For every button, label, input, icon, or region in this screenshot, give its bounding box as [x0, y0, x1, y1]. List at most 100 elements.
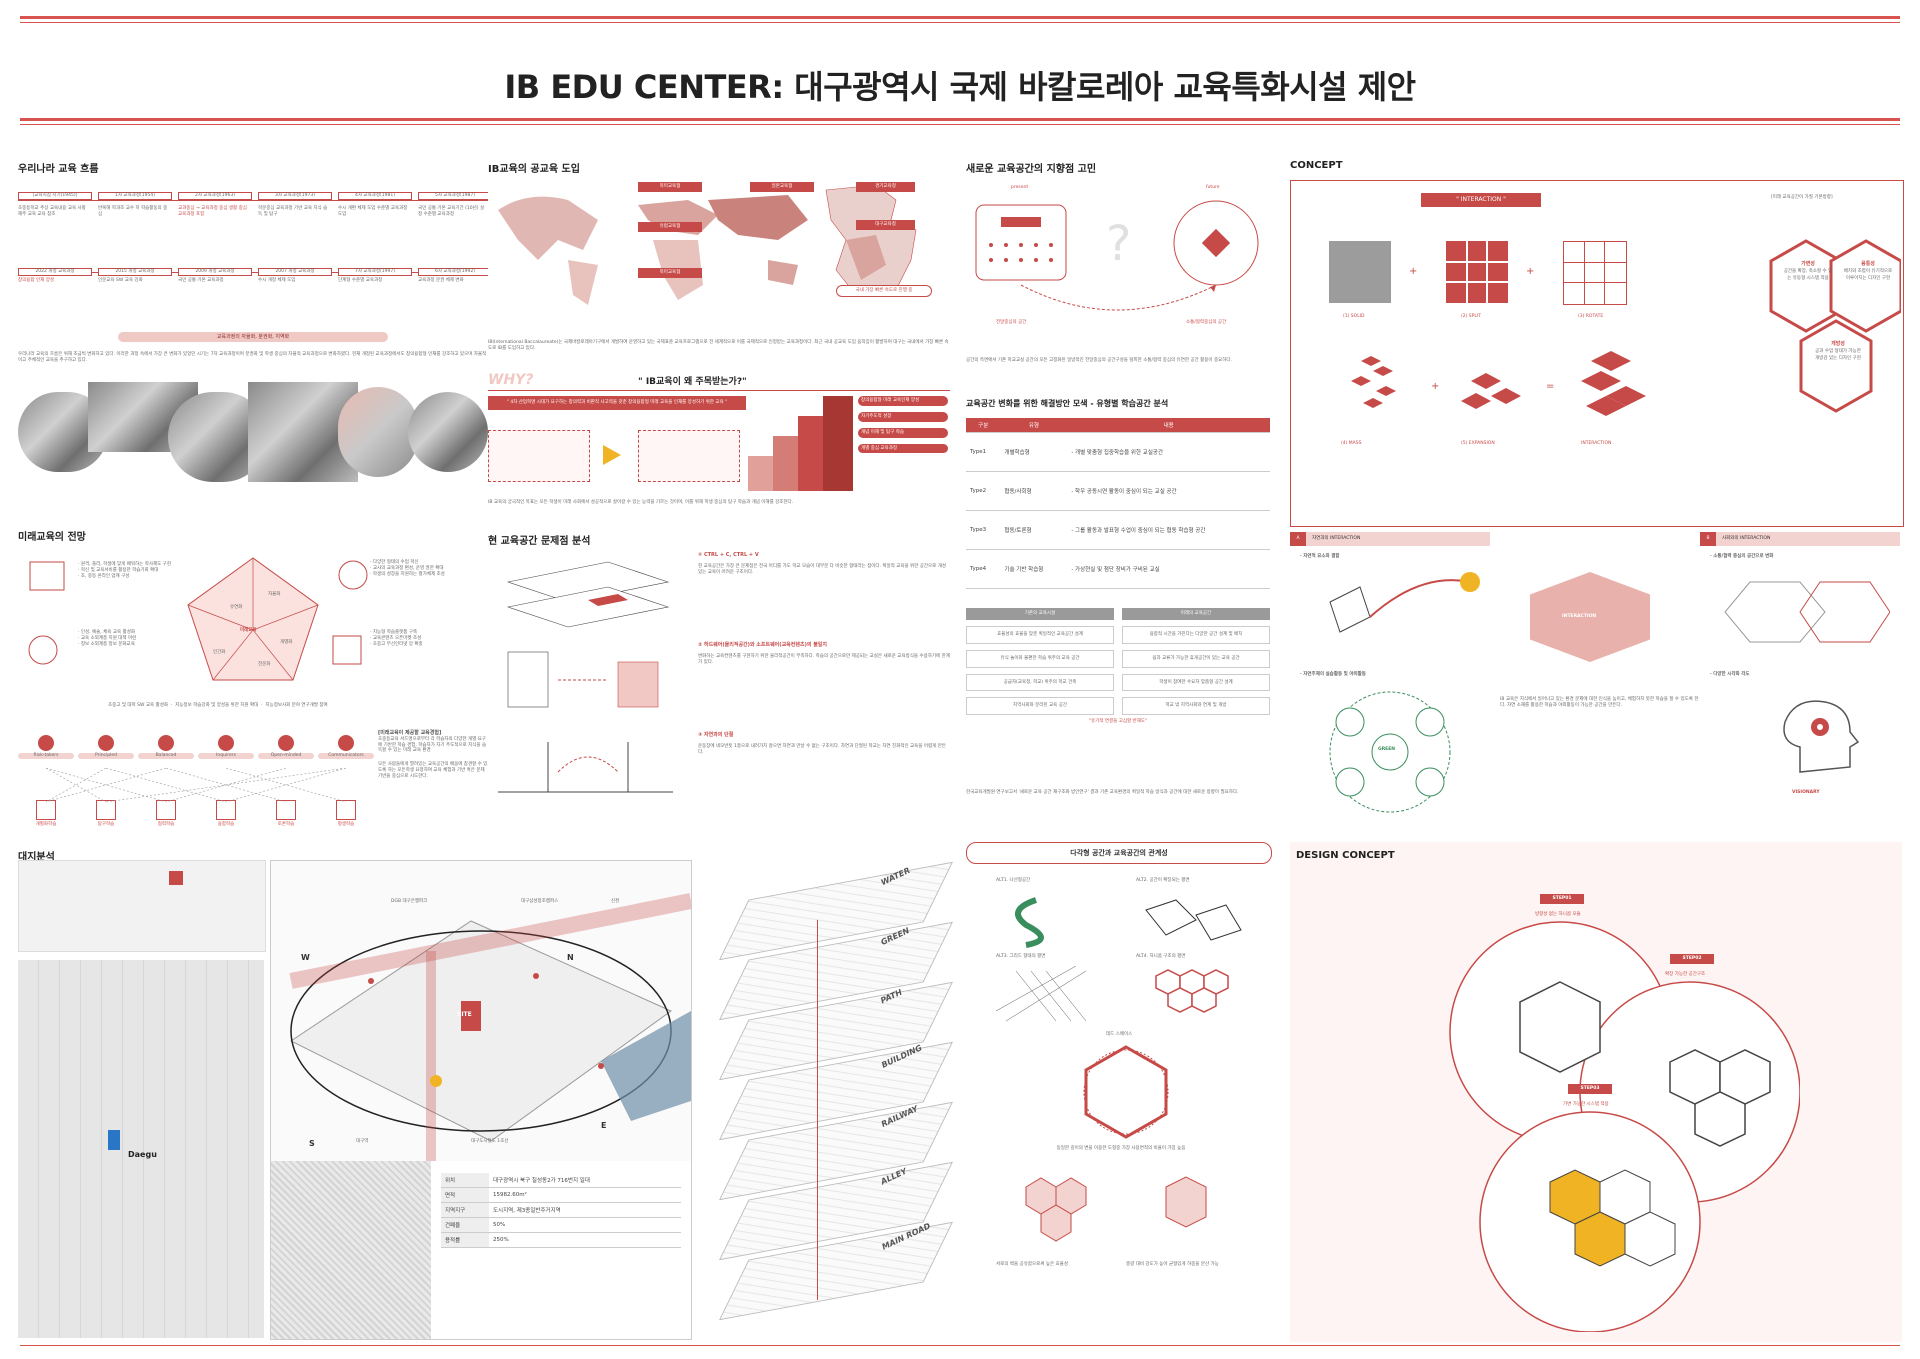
step-label-3: (4) MASS: [1341, 441, 1362, 446]
future-bottom-2: 지능정보사회 분야 연구개발 참여: [265, 703, 328, 708]
person-icon: [338, 735, 354, 751]
step02-badge: STEP02: [1670, 954, 1714, 964]
site-info-value: 도시지역, 제3종일반주거지역: [489, 1202, 681, 1218]
timeline-bottom-3: 2007 개정 교육과정: [258, 268, 332, 276]
a-sub2: · 자연주제의 실습활동 및 야외활동: [1300, 672, 1366, 677]
social-hex-diagram: [1724, 581, 1890, 643]
col4-panel: CONCEPT " INTERACTION " [미래 교육공간이 가질 기본방…: [1290, 160, 1904, 840]
person-icon: [158, 735, 174, 751]
learning-item-2: 협력학습: [138, 800, 194, 828]
pentagon-label-3: 전문화: [258, 662, 271, 667]
bottom-left-note: 서로의 벽을 공유함으로써 높은 효율성: [996, 1262, 1068, 1267]
col1-panel: 우리나라 교육 흐름 [교육지침 시기(1945)]1차 교육과정(1954)2…: [18, 160, 492, 863]
site-label-0: DGB 대구은행파크: [391, 899, 428, 904]
future-bottom-1: 지능정보 학습강화 및 양성을 위한 지원 확대: [175, 703, 259, 708]
timeline-top-2: 2차 교육과정(1963): [178, 192, 252, 200]
svg-text:?: ?: [1106, 216, 1131, 272]
step01-sub: 방향성 없는 하니콤 모듈: [1535, 912, 1581, 917]
timeline-top-4: 4차 교육과정(1981): [338, 192, 412, 200]
why-header: WHY? " IB교육이 왜 주목받는가?": [488, 372, 950, 391]
alt-1: ALT2. 공간이 확장되는 평면: [1136, 878, 1190, 883]
learning-icon: [96, 800, 116, 820]
site-label-4: 대구도시철도 1호선: [471, 1139, 509, 1144]
concept-box: " INTERACTION " [미래 교육공간이 가질 기본방향] + + (…: [1290, 180, 1904, 527]
b-label: B: [1700, 532, 1716, 546]
pentagon-svg: [28, 557, 368, 681]
learning-icon: [216, 800, 236, 820]
step01-badge: STEP01: [1540, 894, 1584, 904]
rotate-shape: [1563, 241, 1627, 305]
table-title: 교육공간 변화를 위한 해결방안 모색 - 유형별 학습공간 분석: [966, 399, 1169, 408]
step-label-4: (5) EXPANSION: [1461, 441, 1495, 446]
future-title: 미래교육의 전망: [18, 532, 86, 543]
compare-old-item: 지역사회와 분리된 교육 공간: [966, 697, 1114, 716]
person-icon: [38, 735, 54, 751]
korea-callout: 국내 가장 빠른 속도로 진행 중: [836, 285, 932, 297]
bottom-right-note: 충량 대비 강도가 높아 균형있게 하중을 분산 가능: [1126, 1262, 1219, 1267]
hex-desc-1: 배치와 조합이 유기적으로 이루어지는 디자인 구현: [1843, 268, 1893, 281]
profile-label: Open-minded: [258, 753, 314, 759]
col2-panel: IB교육의 공교육 도입 북미교육협 일본교육협 유럽교육협 북미교육협 경기교…: [488, 160, 950, 840]
site-info-value: 50%: [489, 1217, 681, 1233]
table-header-2: 내용: [1067, 418, 1270, 433]
learning-icon: [36, 800, 56, 820]
future-bottom-0: 초중고 및 대학 SW 교육 활성화: [108, 703, 168, 708]
ib-profile-title: [미래교육이 제공할 교육경험]: [378, 730, 442, 736]
learning-label: 융합학습: [217, 822, 235, 827]
b-sub2: · 다양한 시각화 각도: [1710, 672, 1750, 677]
bottom-frame-line: [20, 1345, 1900, 1346]
table-cell: - 개별 맞춤형 집중학습을 위한 교실공간: [1067, 432, 1270, 472]
interaction-hex: [1530, 572, 1650, 662]
hex-title-0: 가변성: [1801, 261, 1815, 267]
visionary-head-icon: [1783, 700, 1860, 773]
stair-label-2: 개념 이해 및 탐구 학습: [858, 427, 948, 438]
alt-0: ALT1. 나선형공간: [996, 878, 1031, 883]
dead-space-label: 데드 스페이스: [1106, 1032, 1133, 1037]
concept-title: CONCEPT: [1290, 160, 1343, 171]
compare-old-item: 공급자(교육청, 학교) 위주의 학교 건축: [966, 673, 1114, 692]
compare-right: 미래의 교육공간: [1122, 608, 1270, 620]
pentagon-label-1: 자율화: [268, 592, 281, 597]
profile-label: Principled: [78, 753, 134, 759]
title-divider: [20, 118, 1900, 121]
profile-label: Risk-takers: [18, 753, 74, 759]
col3-panel: 새로운 교육공간의 지향점 고민 present future ? 전달중심의 …: [966, 160, 1270, 840]
table-cell: - 그룹 활동과 발표형 수업이 중심이 되는 협동 학습형 공간: [1067, 510, 1270, 550]
learning-item-4: 토론학습: [258, 800, 314, 828]
compare-new-item: 학교 밖 지역사회와 연계 및 개방: [1122, 697, 1270, 716]
compare-block: 기존의 교육시설 미래의 교육공간 효율성의 효율을 맞춘 획일적인 교육공간 …: [966, 608, 1270, 725]
green-activity-svg: [1329, 691, 1451, 813]
problem-3: ③ 자연과의 단절: [698, 732, 734, 738]
history-photo-strip: [18, 382, 488, 492]
compass-s: S: [309, 1139, 315, 1148]
alt-grid: ALT1. 나선형공간 ALT2. 공간이 확장되는 평면 ALT3. 그리드 …: [966, 872, 1270, 1022]
site-axon-panel: DGB 대구은행파크 대구삼성창조캠퍼스 신천 대구역 대구도시철도 1호선 N…: [270, 860, 693, 1340]
compare-new-item: 쉼과 교류가 가능한 휴게공간이 있는 교육 공간: [1122, 649, 1270, 668]
timeline-top-5: 5차 교육과정(1987): [418, 192, 492, 200]
visionary-label: VISIONARY: [1792, 790, 1820, 795]
future-bottom-row: 초중고 및 대학 SW 교육 활성화 · 지능정보 학습강화 및 양성을 위한 …: [108, 703, 328, 708]
site-info-value: 250%: [489, 1232, 681, 1248]
ib-title: IB교육의 공교육 도입: [488, 164, 580, 175]
learning-icon: [156, 800, 176, 820]
svg-text:=: =: [1546, 381, 1554, 392]
learning-icon: [276, 800, 296, 820]
profile-item-4: Open-minded: [258, 735, 314, 759]
compass-e: E: [601, 1121, 607, 1130]
design-title: DESIGN CONCEPT: [1296, 850, 1395, 861]
timeline-bottom-1: 2015 개정 교육과정: [98, 268, 172, 276]
relation-panel: 다각형 공간과 교육공간의 관계성 ALT1. 나선형공간 ALT2. 공간이 …: [966, 842, 1272, 1342]
design-concept-panel: DESIGN CONCEPT STEP01 방향성 없는 하니콤 모듈 STEP…: [1290, 842, 1902, 1342]
site-label-1: 대구삼성창조캠퍼스: [521, 899, 559, 904]
learning-item-1: 탐구학습: [78, 800, 134, 828]
a-label: A: [1290, 532, 1306, 546]
hex-deadspace-svg: [1083, 1045, 1169, 1139]
problem-2: ② 하드웨어(물리적공간)와 소프트웨어(교육컨텐츠)의 불일치: [698, 642, 827, 648]
site-photo: [271, 1161, 431, 1339]
site-info-key: 건폐율: [441, 1217, 489, 1233]
